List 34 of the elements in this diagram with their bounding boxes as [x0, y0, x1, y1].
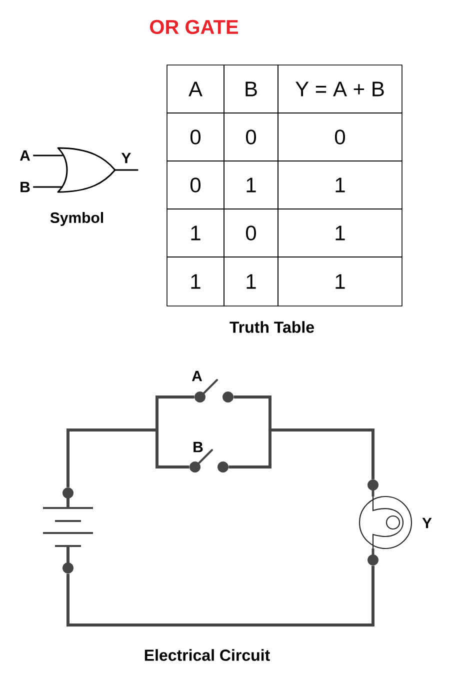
or-gate-symbol [57, 147, 116, 193]
switch-label: B [194, 442, 203, 452]
wire [228, 428, 374, 480]
input-label: B [20, 182, 30, 192]
gate-label: Symbol [50, 212, 104, 226]
table-cell: 1 [278, 160, 402, 210]
wire [66, 566, 374, 626]
table-cell: 1 [166, 256, 224, 306]
table-cell: 1 [278, 208, 402, 258]
caption: Truth Table [230, 321, 314, 333]
table-header-cell: A [166, 64, 224, 114]
table-header-cell: Y = A + B [278, 64, 402, 114]
table-cell: 1 [224, 160, 278, 210]
table-cell: 0 [166, 160, 224, 210]
table-header-cell: B [224, 64, 278, 114]
lamp-label: Y [422, 518, 432, 528]
battery-symbol [42, 488, 94, 574]
table-cell: 1 [166, 208, 224, 258]
input-line [33, 186, 63, 188]
lamp-symbol [358, 480, 412, 566]
table-cell: 0 [224, 208, 278, 258]
caption: Electrical Circuit [144, 649, 270, 661]
table-cell: 1 [278, 256, 402, 306]
switch-label: A [192, 370, 202, 382]
table-cell: 0 [166, 112, 224, 162]
title: OR GATE [150, 20, 238, 34]
input-label: A [20, 150, 30, 161]
table-cell: 1 [224, 256, 278, 306]
output-line [115, 169, 138, 171]
edge-label: Y [120, 152, 132, 164]
input-line [33, 154, 63, 156]
table-cell: 0 [224, 112, 278, 162]
wire [66, 428, 190, 488]
table-cell: 0 [278, 112, 402, 162]
